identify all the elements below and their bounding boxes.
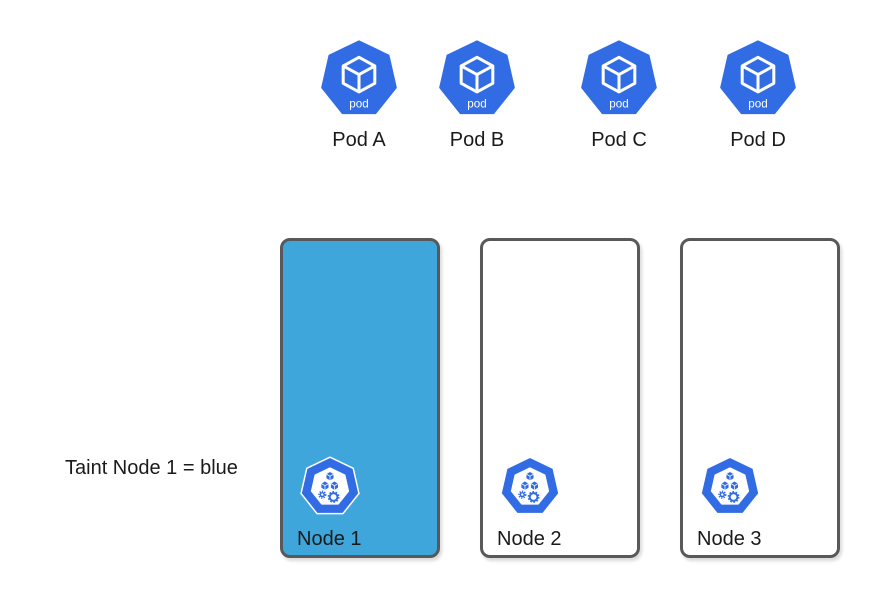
node-box-2: Node 2 — [480, 238, 640, 558]
pod-label: Pod C — [591, 129, 647, 151]
node-box-3: Node 3 — [680, 238, 840, 558]
pod-icon — [439, 40, 515, 116]
pod-label: Pod D — [730, 129, 786, 151]
pod-icon — [321, 40, 397, 116]
pod-group-c: Pod C — [569, 40, 669, 151]
taint-annotation: Taint Node 1 = blue — [65, 457, 238, 479]
pod-group-a: Pod A — [309, 40, 409, 151]
node-icon — [300, 456, 360, 516]
node-icon — [700, 456, 760, 516]
node-label: Node 1 — [297, 528, 362, 550]
node-box-1: Node 1 — [280, 238, 440, 558]
pod-label: Pod B — [449, 129, 505, 151]
node-label: Node 3 — [697, 528, 762, 550]
pod-label: Pod A — [332, 129, 386, 151]
pod-icon — [720, 40, 796, 116]
node-label: Node 2 — [497, 528, 562, 550]
pod-icon — [581, 40, 657, 116]
pod-group-b: Pod B — [427, 40, 527, 151]
pod-group-d: Pod D — [708, 40, 808, 151]
node-icon — [500, 456, 560, 516]
